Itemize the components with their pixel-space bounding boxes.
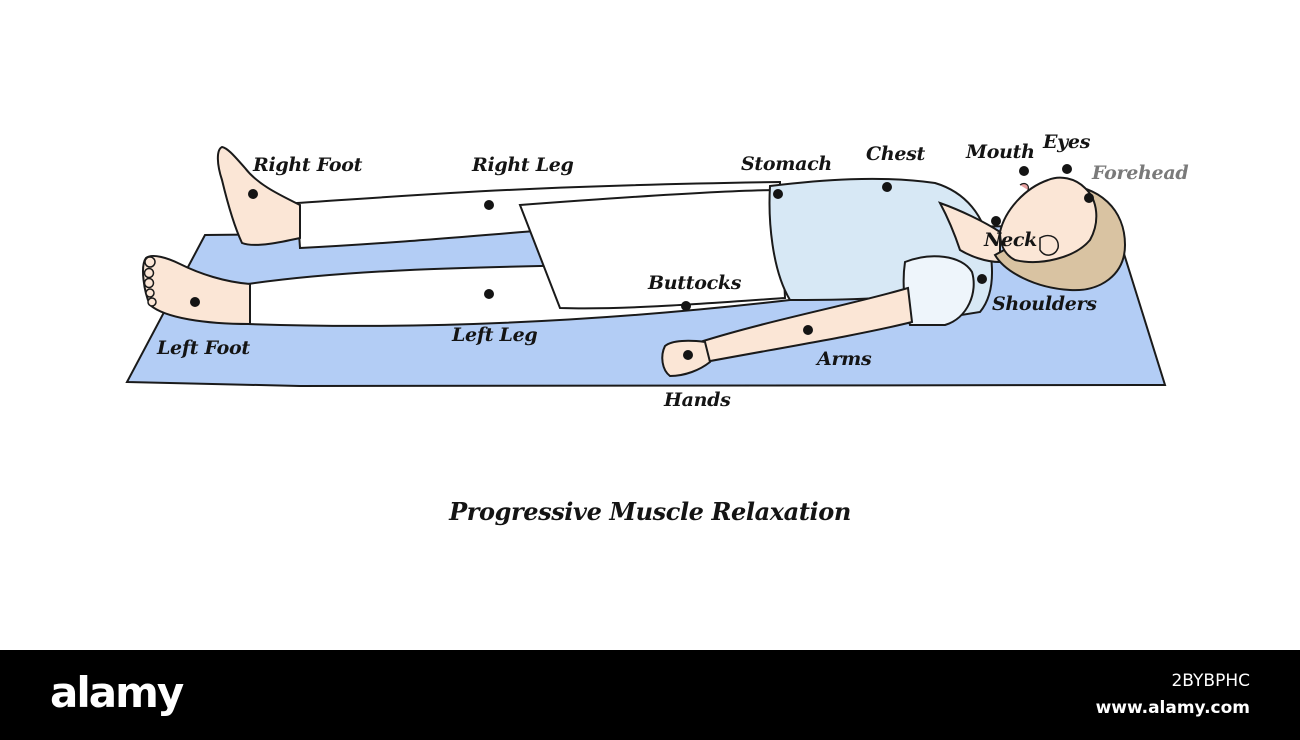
label-shoulders: Shoulders [992, 293, 1097, 315]
dot-left-leg [484, 289, 494, 299]
label-left-leg: Left Leg [452, 324, 538, 346]
label-eyes: Eyes [1043, 131, 1091, 153]
label-right-leg: Right Leg [472, 154, 574, 176]
label-stomach: Stomach [741, 153, 832, 175]
brand-logo: alamy [50, 668, 184, 717]
dot-arms [803, 325, 813, 335]
marker-dots [190, 164, 1094, 360]
diagram-title: Progressive Muscle Relaxation [449, 497, 851, 526]
dot-mouth [1019, 166, 1029, 176]
dot-right-foot [248, 189, 258, 199]
dot-forehead [1084, 193, 1094, 203]
label-right-foot: Right Foot [253, 154, 363, 176]
relaxation-diagram [125, 145, 1167, 388]
label-buttocks: Buttocks [648, 272, 742, 294]
label-left-foot: Left Foot [157, 337, 250, 359]
image-id: 2BYBPHC [1171, 671, 1250, 691]
lips [1019, 183, 1029, 191]
dot-stomach [773, 189, 783, 199]
label-chest: Chest [866, 143, 925, 165]
label-forehead: Forehead [1092, 162, 1189, 184]
site-url[interactable]: www.alamy.com [1095, 698, 1250, 718]
sleeve [902, 255, 975, 326]
footer-bar: alamy 2BYBPHC www.alamy.com [0, 650, 1300, 740]
toes-icon [143, 256, 157, 307]
dot-buttocks [681, 301, 691, 311]
label-neck: Neck [984, 229, 1037, 251]
right-foot [216, 145, 301, 246]
label-mouth: Mouth [966, 141, 1035, 163]
dot-left-foot [190, 297, 200, 307]
ear [1039, 234, 1059, 256]
neck [937, 201, 1001, 264]
dot-hands [683, 350, 693, 360]
label-hands: Hands [664, 389, 731, 411]
dot-eyes [1062, 164, 1072, 174]
label-arms: Arms [817, 348, 872, 370]
dot-neck [991, 216, 1001, 226]
face [998, 176, 1098, 263]
dot-right-leg [484, 200, 494, 210]
dot-shoulders [977, 274, 987, 284]
dot-chest [882, 182, 892, 192]
